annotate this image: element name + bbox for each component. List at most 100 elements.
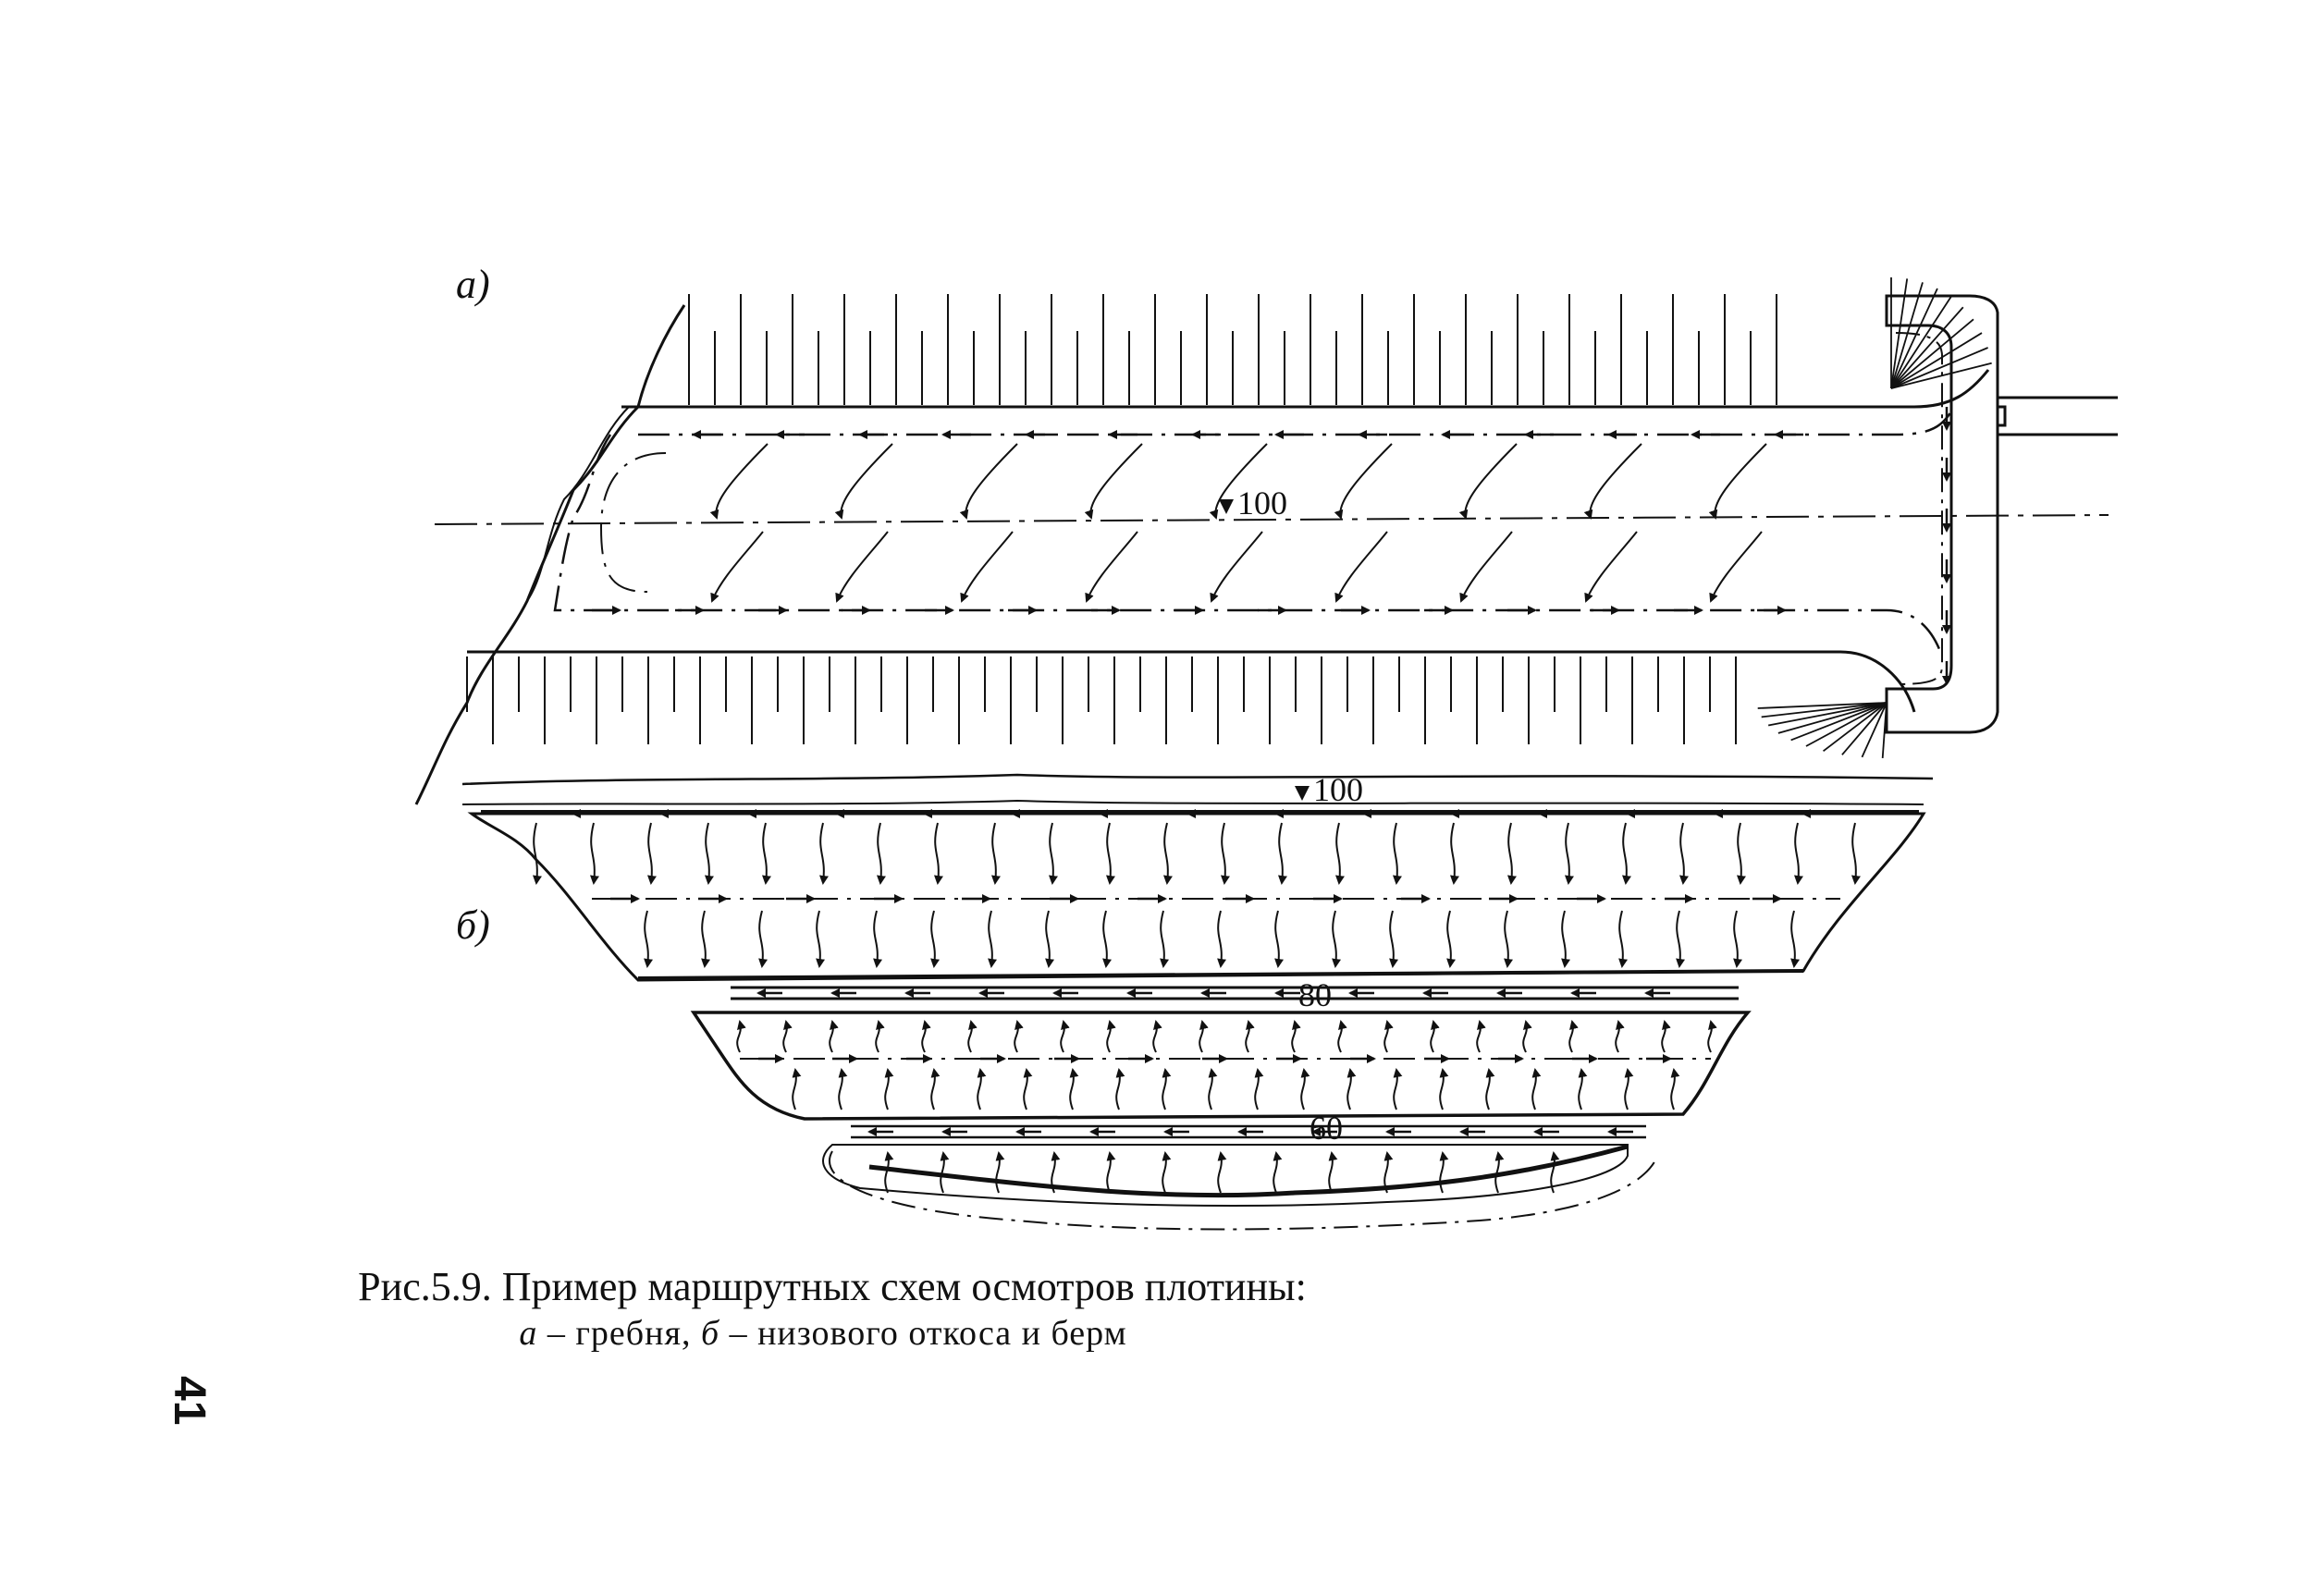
slope-arrow — [1565, 822, 1574, 885]
caption-a-text: – гребня, — [537, 1314, 701, 1353]
inspection-arc — [1084, 443, 1143, 520]
dam-axis-line — [434, 514, 2109, 525]
inspection-arc — [834, 443, 893, 520]
inspection-arc — [835, 531, 889, 603]
slope-arrow — [1221, 822, 1230, 885]
right-structure-inner — [1895, 332, 1943, 685]
inspection-arc — [1584, 531, 1638, 603]
slope-arrow — [995, 1151, 1005, 1194]
fan-line — [1881, 702, 1887, 759]
fan-line — [1890, 306, 1964, 389]
slope-arrow — [1622, 822, 1631, 885]
slope-arrow — [1045, 910, 1055, 968]
slope-arrow — [1069, 1068, 1079, 1110]
slope-arrow — [1661, 1020, 1671, 1053]
fan-line — [1890, 278, 1909, 389]
slope-arrow — [1430, 1020, 1440, 1053]
slope-arrow — [940, 1151, 950, 1194]
slope-arrow — [1393, 1068, 1403, 1110]
fan-hatching-bottom — [1757, 702, 1887, 759]
slope-arrow — [782, 1020, 793, 1053]
slope-arrow — [1217, 910, 1227, 968]
upper-slope-bottom-line — [637, 969, 1804, 980]
crest-strip-bottom — [461, 799, 1924, 805]
slope-arrow — [1328, 1151, 1338, 1194]
slope-arrow — [1163, 822, 1173, 885]
slope-arrow — [1476, 1020, 1486, 1053]
slope-arrow — [533, 822, 542, 885]
right-structure-outline — [1885, 294, 1999, 734]
elevation-triangle-top — [1295, 786, 1310, 801]
slope-arrow — [1446, 910, 1457, 968]
slope-arrow — [1060, 1020, 1070, 1053]
slope-arrow — [590, 822, 599, 885]
slope-arrow — [1346, 1068, 1357, 1110]
fan-line — [1841, 702, 1887, 755]
fan-hatching-top — [1890, 277, 1992, 389]
slope-arrow — [1383, 1020, 1394, 1053]
slope-arrow — [1115, 1068, 1125, 1110]
upper-slope-route — [518, 813, 1905, 900]
slope-arrow — [1389, 910, 1399, 968]
slope-arrow — [1051, 1151, 1061, 1194]
crest-inspection-arcs — [709, 443, 1767, 603]
panel-b-label: б) — [456, 902, 490, 948]
inspection-arc — [709, 443, 769, 520]
slope-arrow — [1670, 1068, 1680, 1110]
slope-arrow — [762, 822, 771, 885]
slope-arrow — [967, 1020, 978, 1053]
figure-caption-legend: а – гребня, б – низового откоса и берм — [0, 1313, 1646, 1354]
inspection-arc — [1334, 531, 1388, 603]
inspection-arc — [1708, 443, 1767, 520]
slope-arrow — [1507, 822, 1517, 885]
slope-arrow — [1217, 1151, 1227, 1194]
fan-line — [1761, 702, 1887, 718]
fan-line — [1861, 702, 1887, 758]
slope-arrow — [930, 1068, 941, 1110]
elevation-berm-60: 60 — [1310, 1110, 1343, 1147]
slope-arrow — [1273, 1151, 1283, 1194]
slope-arrow — [1245, 1020, 1255, 1053]
fan-line — [1890, 318, 1974, 389]
slope-arrow — [873, 910, 883, 968]
inspection-arc — [1583, 443, 1642, 520]
fan-line — [1767, 702, 1887, 727]
slope-arrow — [1504, 910, 1514, 968]
slope-arrow — [1485, 1068, 1495, 1110]
inspection-arc — [710, 531, 764, 603]
left-abutment-edge — [414, 304, 686, 805]
slope-arrow — [1737, 822, 1746, 885]
slope-arrow — [1618, 910, 1629, 968]
fan-line — [1890, 296, 1952, 389]
panel-a-label: а) — [456, 262, 490, 307]
slope-arrow — [1531, 1068, 1542, 1110]
fan-line — [1777, 702, 1887, 734]
inspection-arc — [1085, 531, 1138, 603]
slope-arrow — [1439, 1151, 1449, 1194]
slope-arrow — [701, 910, 711, 968]
slope-arrow — [921, 1020, 931, 1053]
inspection-arc — [1210, 531, 1263, 603]
slope-arrow — [829, 1020, 839, 1053]
slope-arrow — [1624, 1068, 1634, 1110]
slope-arrow — [838, 1068, 848, 1110]
inspection-arc — [960, 531, 1014, 603]
slope-arrow — [1561, 910, 1571, 968]
slope-arrow — [1615, 1020, 1625, 1053]
slope-arrow — [1790, 910, 1801, 968]
slope-arrow — [758, 910, 769, 968]
slope-arrow — [1550, 1151, 1560, 1194]
slope-arrow — [1162, 1151, 1172, 1194]
slope-arrow — [1106, 1020, 1116, 1053]
slope-arrow — [977, 1068, 987, 1110]
figure-caption-title: Рис.5.9. Пример маршрутных схем осмотров… — [358, 1264, 1307, 1309]
slope-arrow — [877, 822, 886, 885]
lower-slope-outline — [822, 1144, 1629, 1208]
slope-arrow — [1162, 1068, 1172, 1110]
slope-inspection-arrows — [533, 822, 1861, 1194]
inspection-arc — [959, 443, 1018, 520]
slope-arrow — [934, 822, 943, 885]
inspection-arc — [1334, 443, 1393, 520]
middle-slope-outline — [690, 1011, 1752, 1121]
